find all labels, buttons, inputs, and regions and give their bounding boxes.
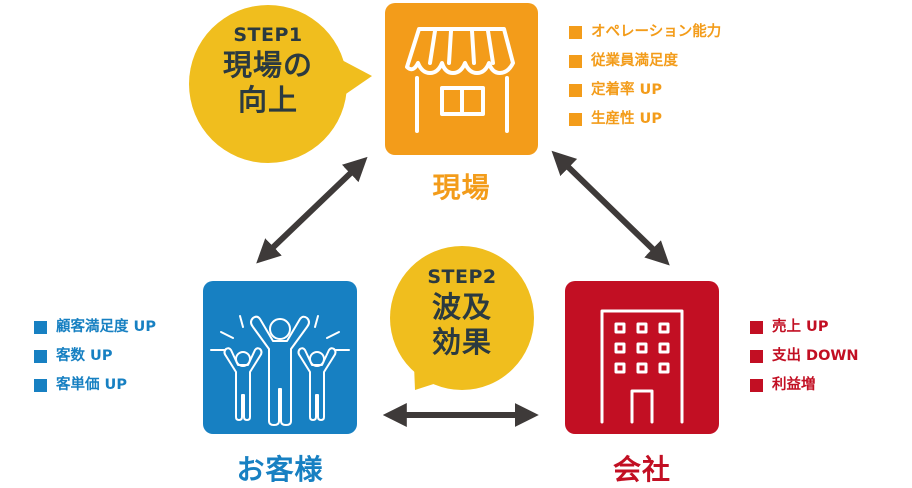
company-benefits-list: 売上 UP 支出 DOWN 利益増 <box>750 313 859 400</box>
step1-step-label: STEP1 <box>233 24 303 46</box>
arrow-shop-customer <box>256 156 368 264</box>
company-node-box <box>565 281 719 434</box>
shop-benefit-text: 生産性 UP <box>591 111 662 127</box>
office-building-icon <box>600 309 684 424</box>
shop-benefit-text: オペレーション能力 <box>591 24 722 40</box>
bullet-square-icon <box>569 113 582 126</box>
cheering-people-icon <box>210 315 350 426</box>
arrow-shop-company <box>551 150 670 266</box>
step2-title-line2: 効果 <box>431 325 492 359</box>
customer-benefits-list: 顧客満足度 UP 客数 UP 客単価 UP <box>34 313 156 400</box>
storefront-icon <box>405 27 515 133</box>
company-benefit-item: 支出 DOWN <box>750 342 859 371</box>
bullet-square-icon <box>569 84 582 97</box>
step2-step-label: STEP2 <box>427 266 497 288</box>
customer-node-box <box>203 281 357 434</box>
shop-label: 現場 <box>432 171 491 204</box>
step1-title-line1: 現場の <box>222 48 313 82</box>
shop-benefit-item: 従業員満足度 <box>569 47 721 76</box>
bullet-square-icon <box>569 55 582 68</box>
customer-label: お客様 <box>236 453 324 486</box>
customer-benefit-item: 客数 UP <box>34 342 156 371</box>
shop-node-box <box>385 3 538 155</box>
bullet-square-icon <box>750 321 763 334</box>
bullet-square-icon <box>750 379 763 392</box>
customer-benefit-item: 顧客満足度 UP <box>34 313 156 342</box>
step2-bubble-shape <box>390 246 534 390</box>
bullet-square-icon <box>750 350 763 363</box>
shop-benefit-text: 従業員満足度 <box>591 53 678 69</box>
step1-title-line2: 向上 <box>237 83 298 117</box>
bullet-square-icon <box>34 321 47 334</box>
customer-benefit-text: 顧客満足度 UP <box>56 319 156 335</box>
step2-bubble: STEP2 波及 効果 <box>402 266 522 360</box>
shop-benefit-item: オペレーション能力 <box>569 18 721 47</box>
customer-benefit-item: 客単価 UP <box>34 371 156 400</box>
step1-bubble: STEP1 現場の 向上 <box>198 24 338 118</box>
company-benefit-text: 売上 UP <box>772 319 829 335</box>
bullet-square-icon <box>34 350 47 363</box>
company-benefit-text: 利益増 <box>772 377 816 393</box>
step2-title-line1: 波及 <box>431 290 492 324</box>
company-benefit-text: 支出 DOWN <box>772 348 859 364</box>
company-benefit-item: 利益増 <box>750 371 859 400</box>
company-benefit-item: 売上 UP <box>750 313 859 342</box>
shop-benefit-item: 生産性 UP <box>569 105 721 134</box>
customer-benefit-text: 客数 UP <box>56 348 113 364</box>
customer-benefit-text: 客単価 UP <box>56 377 127 393</box>
shop-benefit-item: 定着率 UP <box>569 76 721 105</box>
company-label: 会社 <box>612 453 671 486</box>
shop-benefits-list: オペレーション能力 従業員満足度 定着率 UP 生産性 UP <box>569 18 721 134</box>
bullet-square-icon <box>569 26 582 39</box>
step1-bubble-shape <box>189 5 372 163</box>
bullet-square-icon <box>34 379 47 392</box>
shop-benefit-text: 定着率 UP <box>591 82 662 98</box>
